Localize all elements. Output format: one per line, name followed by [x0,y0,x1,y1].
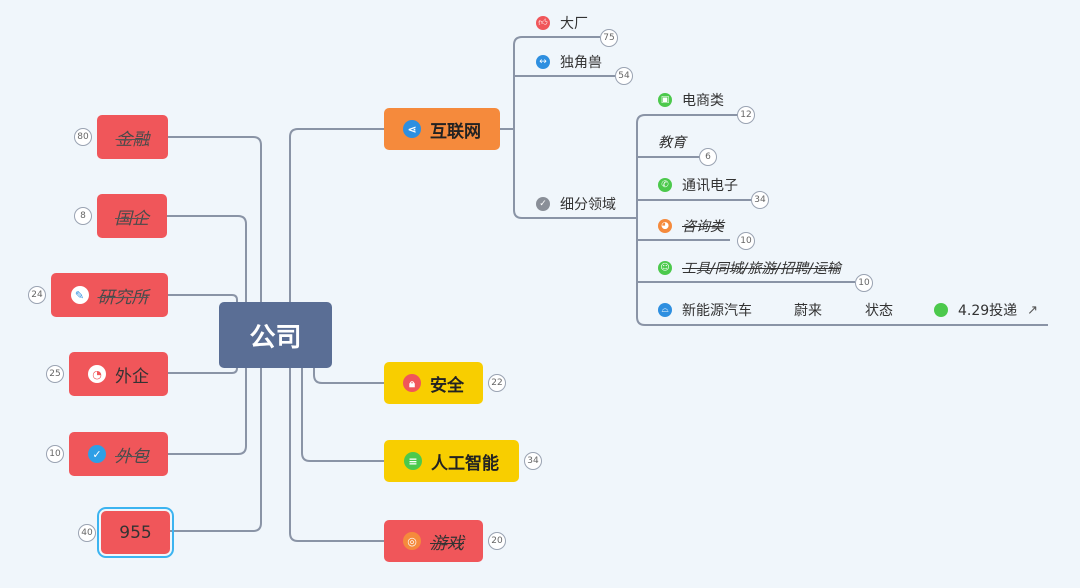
topic-finance[interactable]: 金融 [97,115,168,159]
topic-label: 游戏 [430,533,464,554]
count-badge: 12 [737,106,755,124]
item-tools[interactable]: ☺ 工具/同城/旅游/招聘/运输 [658,258,841,278]
count-badge: 34 [751,191,769,209]
count-badge: 25 [46,365,64,383]
status-cell[interactable]: 4.29投递 ↗ [934,300,1038,320]
shield-check-icon: ✓ [88,445,106,463]
status-value: 4.29投递 [958,303,1018,319]
topic-955[interactable]: 955 [97,507,174,558]
count-badge: 8 [74,207,92,225]
topic-research-institute[interactable]: ✎ 研究所 [51,273,168,317]
topic-label: 外包 [115,446,149,467]
topic-foreign-company[interactable]: ◔ 外企 [69,352,168,396]
count-badge: 6 [699,148,717,166]
check-circle-icon: ✓ [536,197,550,211]
root-topic[interactable]: 公司 [219,302,332,368]
topic-label: 国企 [115,208,149,229]
topic-label: 外企 [115,366,149,387]
count-badge: 10 [855,274,873,292]
item-education[interactable]: 教育 [658,132,686,152]
phone-icon: ✆ [658,178,672,192]
topic-security[interactable]: 🔒︎ 安全 [384,362,483,404]
subtopic-big-tech[interactable]: 👍︎ 大厂 [536,13,588,33]
topic-state-owned[interactable]: 国企 [97,194,167,238]
count-badge: 34 [524,452,542,470]
count-badge: 80 [74,128,92,146]
item-label: 咨询类 [682,219,724,235]
topic-ai[interactable]: ≡ 人工智能 [384,440,519,482]
root-label: 公司 [249,322,302,353]
pie-chart-icon: ◔ [88,365,106,383]
item-label: 新能源汽车 [682,303,752,319]
chat-icon: ≡ [404,452,422,470]
topic-outsourcing[interactable]: ✓ 外包 [69,432,168,476]
topic-internet[interactable]: ⋖ 互联网 [384,108,500,150]
topic-label: 人工智能 [431,453,499,474]
count-badge: 22 [488,374,506,392]
user-group-icon: ☺ [658,261,672,275]
lock-icon: 🔒︎ [403,374,421,392]
subtopic-label: 细分领域 [560,197,616,213]
thumbs-up-icon: 👍︎ [536,16,550,30]
subtopic-unicorn[interactable]: ↔ 独角兽 [536,52,602,72]
status-label: 状态 [865,303,893,319]
company-name: 蔚来 [794,303,822,319]
subtopic-niche[interactable]: ✓ 细分领域 [536,194,616,214]
count-badge: 75 [600,29,618,47]
item-ecommerce[interactable]: ▣ 电商类 [658,90,724,110]
rss-icon: ◕ [658,219,672,233]
item-label: 工具/同城/旅游/招聘/运输 [682,261,841,277]
gamepad-icon: ◎ [403,532,421,550]
topic-label: 955 [119,522,152,543]
topic-label: 金融 [115,129,150,150]
count-badge: 10 [46,445,64,463]
status-label-cell: 状态 [865,300,893,320]
external-link-icon[interactable]: ↗ [1027,302,1039,318]
topic-label: 互联网 [430,121,481,142]
item-consulting[interactable]: ◕ 咨询类 [658,216,724,236]
count-badge: 24 [28,286,46,304]
count-badge: 54 [615,67,633,85]
item-label: 电商类 [682,93,724,109]
topic-label: 研究所 [97,287,149,308]
share-icon: ⋖ [403,120,421,138]
subtopic-label: 大厂 [560,16,588,32]
arrows-icon: ↔ [536,55,550,69]
item-telecom[interactable]: ✆ 通讯电子 [658,175,738,195]
cart-icon: ▣ [658,93,672,107]
count-badge: 40 [78,524,96,542]
car-icon: ⌓ [658,303,672,317]
subtopic-label: 独角兽 [560,55,602,71]
count-badge: 20 [488,532,506,550]
company-cell: 蔚来 [794,300,822,320]
topic-label: 安全 [430,375,464,396]
item-label: 通讯电子 [682,178,738,194]
topic-game[interactable]: ◎ 游戏 [384,520,483,562]
item-label: 教育 [658,135,686,151]
count-badge: 10 [737,232,755,250]
item-new-energy-vehicle[interactable]: ⌓ 新能源汽车 [658,300,752,320]
status-dot-icon [934,303,948,317]
compass-icon: ✎ [70,286,89,304]
